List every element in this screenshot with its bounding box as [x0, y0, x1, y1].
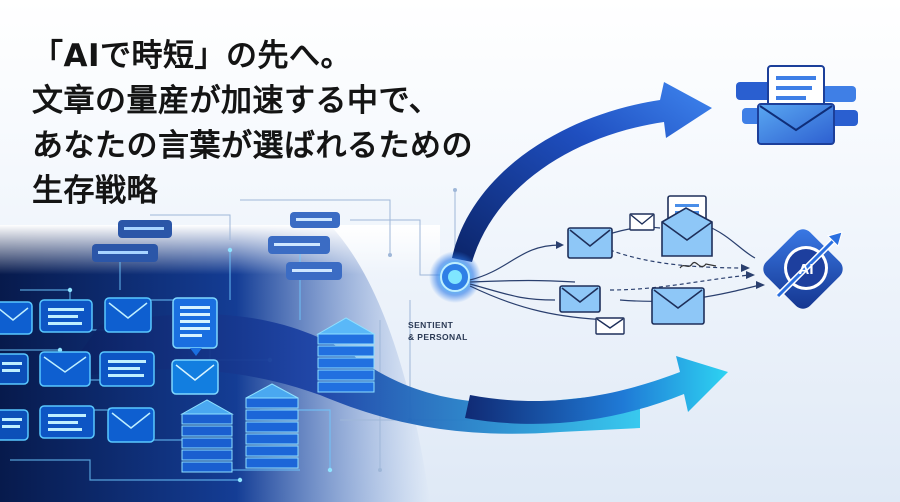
- message-card-4: [0, 409, 29, 441]
- distribution-lines: [469, 224, 761, 321]
- upward-arrow: [452, 82, 712, 262]
- envelope-card-4: [171, 359, 219, 395]
- inbox-messages-icon: [736, 65, 858, 145]
- hub-node: [429, 251, 481, 303]
- headline: 「AIで時短」の先へ。 文章の量産が加速する中で、 あなたの言葉が選ばれるための…: [32, 34, 473, 214]
- envelope-icon-c: [651, 287, 705, 325]
- signature-mark: [679, 261, 717, 269]
- headline-line-3: あなたの言葉が選ばれるための: [32, 128, 473, 164]
- envelope-icon-small-1: [629, 213, 655, 231]
- envelope-card-2: [104, 297, 152, 333]
- chat-bubble-4: [268, 236, 330, 254]
- message-card-1: [39, 299, 93, 333]
- forward-arrow: [465, 356, 728, 424]
- document-card-1: [172, 297, 218, 356]
- chat-bubble-2: [92, 244, 158, 262]
- chat-bubble-1: [118, 220, 172, 238]
- envelope-stack-2: [245, 383, 299, 469]
- headline-line-1: 「AIで時短」の先へ。: [32, 38, 353, 74]
- envelope-icon-b: [559, 285, 601, 313]
- hub-caption-line-1: SENTIENT: [408, 320, 454, 330]
- message-card-2: [0, 353, 29, 385]
- envelope-icon-a: [567, 227, 613, 259]
- envelope-card-3: [39, 351, 91, 387]
- open-letter-icon: [661, 195, 713, 257]
- envelope-stack-3: [316, 317, 376, 393]
- chat-bubble-5: [286, 262, 342, 280]
- distribution-arrowheads: [556, 241, 765, 289]
- message-card-3: [99, 351, 155, 387]
- chat-bubble-3: [290, 212, 340, 228]
- headline-line-2: 文章の量産が加速する中で、: [32, 83, 441, 119]
- hub-caption: SENTIENT & PERSONAL: [408, 319, 468, 343]
- envelope-card-5: [107, 407, 155, 443]
- envelope-stack-1: [180, 399, 234, 473]
- ai-badge: AI: [763, 229, 843, 309]
- headline-line-4: 生存戦略: [32, 173, 158, 209]
- envelope-card-1: [0, 301, 33, 335]
- hub-caption-line-2: & PERSONAL: [408, 332, 468, 342]
- message-card-5: [39, 405, 95, 439]
- ai-badge-label: AI: [799, 261, 814, 278]
- envelope-icon-small-2: [595, 317, 625, 335]
